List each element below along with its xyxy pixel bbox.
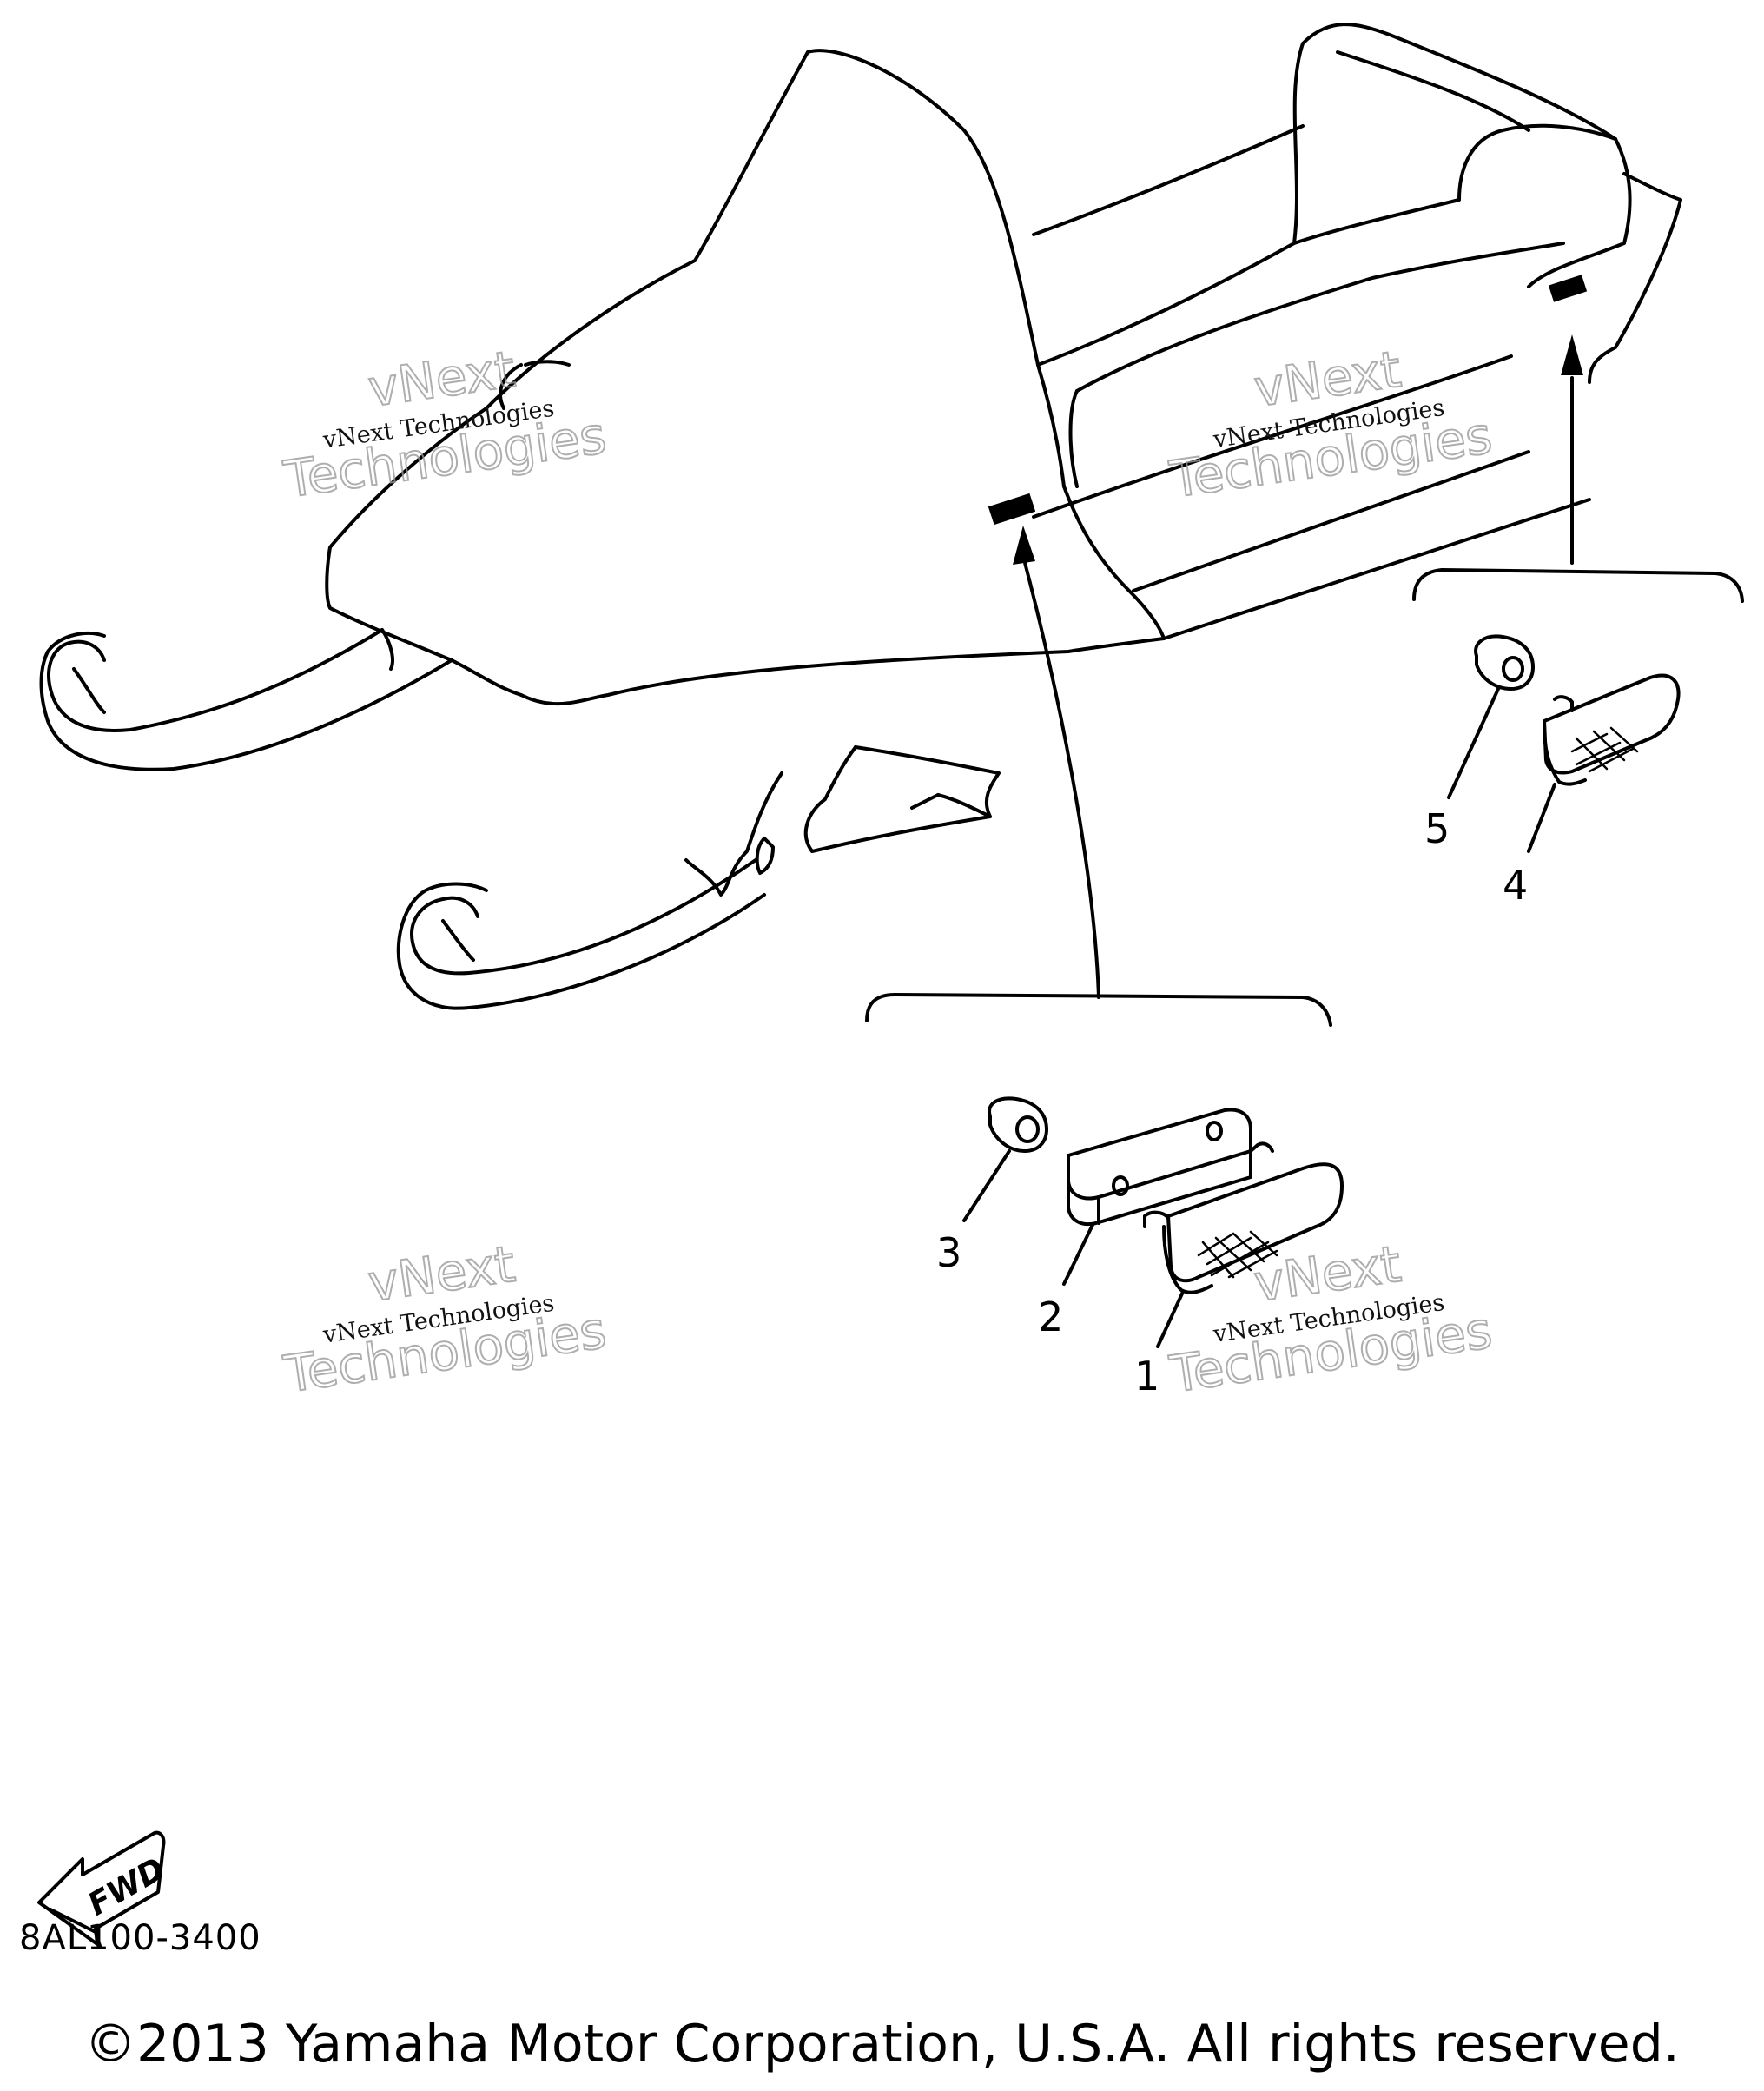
rear-reflector-location [1548, 275, 1588, 302]
callout-4: 4 [1503, 862, 1528, 909]
leader-arrows [1013, 334, 1583, 999]
ski-upper [47, 628, 384, 732]
front-reflector-location [988, 493, 1036, 526]
group-bracket-rear [1412, 568, 1744, 603]
hood [325, 407, 523, 697]
ski-lower [410, 858, 757, 976]
watermark-bottom-left: vNext Technologies vNext Technologies [279, 1234, 610, 1405]
callout-1: 1 [1134, 1353, 1159, 1400]
spacer-part-2 [1067, 1108, 1252, 1226]
callout-5: 5 [1424, 805, 1450, 852]
group-bracket-front [865, 993, 1332, 1027]
diagram-code: 8AL100-3400 [19, 1918, 261, 1958]
grommet-nut-part-3 [988, 1096, 1048, 1153]
reflector-part-1 [1143, 1141, 1344, 1294]
rear-flap [1588, 172, 1682, 384]
grommet-nut-part-5 [1474, 634, 1535, 691]
watermark-group: vNext Technologies vNext Technologies vN… [279, 339, 1496, 1405]
windshield [806, 49, 1066, 488]
side-stripe [1032, 354, 1513, 519]
snowmobile-drawing [39, 23, 1682, 1010]
callout-2: 2 [1038, 1294, 1063, 1340]
reflector-part-4 [1543, 673, 1681, 786]
copyright-notice: ©2013 Yamaha Motor Corporation, U.S.A. A… [84, 2014, 1680, 2074]
callout-3: 3 [936, 1229, 961, 1276]
watermark-top-left: vNext Technologies vNext Technologies [279, 339, 610, 510]
callout-leaders [962, 687, 1556, 1348]
seat [1036, 23, 1617, 367]
